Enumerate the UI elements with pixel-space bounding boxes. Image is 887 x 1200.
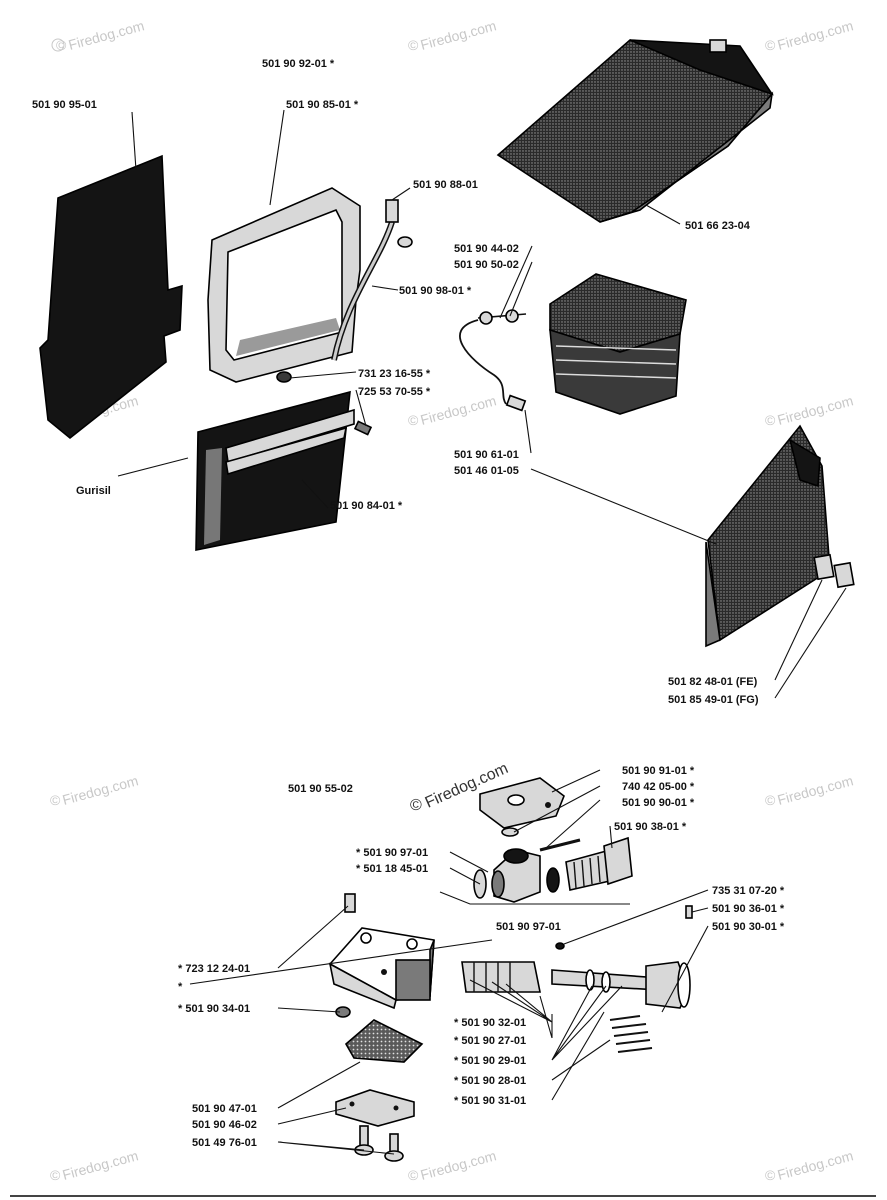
watermark: © Firedog.com	[408, 17, 498, 53]
svg-text:©: ©	[408, 37, 419, 53]
label-gurisil: Gurisil	[76, 485, 111, 497]
label-501903001: 501 90 30-01 *	[712, 921, 785, 933]
label-501909701a: * 501 90 97-01	[356, 847, 428, 859]
label-501903201: * 501 90 32-01	[454, 1017, 526, 1029]
label-501909701b: 501 90 97-01	[496, 921, 561, 933]
label-501906101: 501 90 61-01	[454, 449, 519, 461]
washer-part	[473, 827, 581, 899]
watermark: © Firedog.com	[51, 17, 146, 53]
label-501903601: 501 90 36-01 *	[712, 903, 785, 915]
svg-text:Firedog.com: Firedog.com	[419, 392, 498, 428]
label-501903801: 501 90 38-01 *	[614, 821, 687, 833]
label-star: *	[178, 981, 183, 993]
cover-plate-part	[335, 1089, 415, 1127]
label-501854901: 501 85 49-01 (FG)	[668, 694, 759, 706]
label-501909801: 501 90 98-01 *	[399, 285, 472, 297]
svg-text:©: ©	[50, 792, 61, 808]
filter-frame-part	[207, 187, 361, 383]
svg-text:Firedog.com: Firedog.com	[776, 1147, 855, 1183]
top-cover-part	[496, 39, 774, 223]
svg-text:©: ©	[56, 37, 67, 53]
label-501904701: 501 90 47-01	[192, 1103, 257, 1115]
ignition-wire-part	[459, 309, 527, 412]
label-501902801: * 501 90 28-01	[454, 1075, 526, 1087]
watermark: © Firedog.com	[50, 1147, 140, 1183]
filter-pad-part	[344, 1019, 424, 1063]
svg-text:Firedog.com: Firedog.com	[419, 1147, 498, 1183]
label-501184501: * 501 18 45-01	[356, 863, 428, 875]
label-735310720: 735 31 07-20 *	[712, 885, 785, 897]
housing-screw-part	[335, 893, 356, 1018]
label-501903401: * 501 90 34-01	[178, 1003, 250, 1015]
label-501905502: 501 90 55-02	[288, 783, 353, 795]
label-501908401: 501 90 84-01 *	[330, 500, 403, 512]
svg-text:Firedog.com: Firedog.com	[61, 1147, 140, 1183]
svg-text:©: ©	[408, 412, 419, 428]
cylinder-part	[549, 273, 687, 415]
svg-text:©: ©	[765, 37, 776, 53]
label-501904602: 501 90 46-02	[192, 1119, 257, 1131]
svg-text:Firedog.com: Firedog.com	[776, 392, 855, 428]
label-501902901: * 501 90 29-01	[454, 1055, 526, 1067]
screw-part	[276, 371, 373, 436]
svg-text:©: ©	[765, 412, 776, 428]
label-501824801: 501 82 48-01 (FE)	[668, 676, 758, 688]
label-725537055: 725 53 70-55 *	[358, 386, 431, 398]
valve-stem-part	[565, 836, 633, 891]
cylinder-cover-part	[705, 424, 831, 648]
air-filter-part	[195, 390, 355, 551]
decal-part	[813, 553, 855, 589]
piston-part	[461, 961, 541, 993]
svg-text:©: ©	[410, 797, 422, 814]
housing-part	[328, 927, 435, 1010]
hose-part	[331, 199, 413, 361]
label-501497601: 501 49 76-01	[192, 1137, 257, 1149]
label-501909001: 501 90 90-01 *	[622, 797, 695, 809]
valve-cover-part	[479, 777, 565, 829]
svg-text:©: ©	[765, 792, 776, 808]
svg-text:Firedog.com: Firedog.com	[776, 17, 855, 53]
label-501908501: 501 90 85-01 *	[286, 99, 359, 111]
side-cover-part	[39, 154, 183, 440]
labels: 501 90 92-01 * 501 90 95-01 501 90 85-01…	[32, 58, 785, 1149]
watermark: © Firedog.com	[765, 772, 855, 808]
svg-text:Firedog.com: Firedog.com	[419, 17, 498, 53]
label-501908801: 501 90 88-01	[413, 179, 478, 191]
label-740420500: 740 42 05-00 *	[622, 781, 695, 793]
watermark: © Firedog.com	[50, 772, 140, 808]
watermark: © Firedog.com	[765, 1147, 855, 1183]
plunger-part	[551, 961, 691, 1009]
label-501903101: * 501 90 31-01	[454, 1095, 526, 1107]
leader-lines	[117, 109, 847, 1155]
watermark: © Firedog.com	[765, 17, 855, 53]
valve-body-part	[491, 848, 541, 903]
spring-part	[555, 905, 693, 1053]
label-501460105: 501 46 01-05	[454, 465, 519, 477]
svg-text:Firedog.com: Firedog.com	[61, 772, 140, 808]
bolt-part	[354, 1125, 404, 1162]
label-501909101: 501 90 91-01 *	[622, 765, 695, 777]
label-723122401: * 723 12 24-01	[178, 963, 250, 975]
watermark: © Firedog.com	[765, 392, 855, 428]
svg-text:Firedog.com: Firedog.com	[776, 772, 855, 808]
svg-text:©: ©	[765, 1167, 776, 1183]
label-501909201: 501 90 92-01 *	[262, 58, 335, 70]
label-731231655: 731 23 16-55 *	[358, 368, 431, 380]
label-501902701: * 501 90 27-01	[454, 1035, 526, 1047]
label-501909501: 501 90 95-01	[32, 99, 97, 111]
svg-text:Firedog.com: Firedog.com	[67, 17, 146, 53]
label-501904402: 501 90 44-02	[454, 243, 519, 255]
svg-text:©: ©	[408, 1167, 419, 1183]
svg-text:©: ©	[50, 1167, 61, 1183]
label-501662304: 501 66 23-04	[685, 220, 751, 232]
watermark: © Firedog.com	[408, 1147, 498, 1183]
label-501905002: 501 90 50-02	[454, 259, 519, 271]
